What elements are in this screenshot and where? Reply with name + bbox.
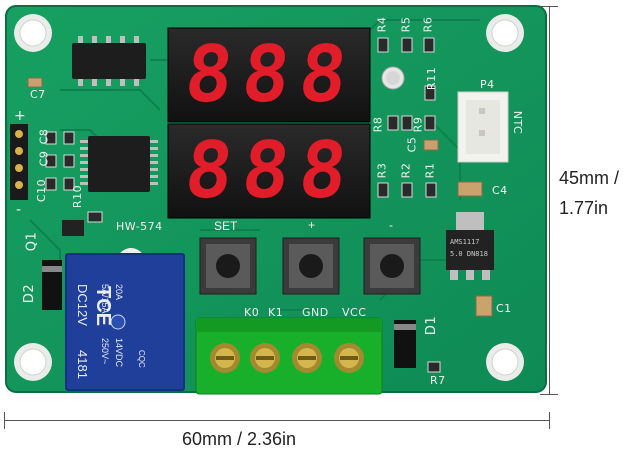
minus-button-body — [363, 237, 421, 295]
silk-c5: C5 — [405, 136, 419, 153]
set-button[interactable] — [200, 238, 256, 294]
diode-d2 — [42, 260, 62, 310]
relay-rating-c: 14VDC — [114, 338, 124, 368]
silk-r4: R4 — [375, 16, 389, 33]
smd-resistors — [45, 37, 441, 373]
plus-button-body — [282, 237, 340, 295]
silk-r3: R3 — [375, 162, 389, 179]
diode-d1 — [394, 320, 416, 368]
display-bottom-housing — [167, 123, 371, 219]
minus-button-label: - — [389, 218, 393, 232]
minus-button[interactable] — [364, 238, 420, 294]
silk-ntc: NTC — [511, 110, 525, 135]
regulator-text-line1: AMS1117 — [450, 238, 480, 246]
display-top-digits: 888 — [180, 30, 362, 120]
relay-rating-a: 20A — [114, 284, 124, 301]
plus-button-label: + — [308, 218, 316, 232]
mounting-hole-bottom-left — [14, 343, 52, 381]
silk-p4: P4 — [480, 78, 495, 91]
silk-plus: + — [14, 108, 27, 124]
height-dimension-tick-bottom — [540, 394, 558, 395]
mounting-hole-top-left — [14, 14, 52, 52]
height-dimension-line — [549, 6, 550, 395]
mounting-hole-bottom-right — [486, 343, 524, 381]
display-top-housing — [167, 27, 371, 123]
silk-c9: C9 — [37, 150, 51, 167]
plus-button[interactable] — [283, 238, 339, 294]
capacitor-c4 — [457, 181, 483, 197]
model-label: HW-574 — [116, 220, 163, 233]
silk-r1: R1 — [423, 162, 437, 179]
terminal-label-vcc: VCC — [342, 306, 367, 319]
width-dimension-label: 60mm / 2.36in — [182, 429, 297, 449]
display-bottom-digits: 888 — [180, 126, 362, 216]
silk-q1: Q1 — [24, 231, 40, 252]
silk-r11: R11 — [425, 66, 439, 91]
silk-d1: D1 — [424, 315, 440, 336]
silk-r5: R5 — [399, 16, 413, 33]
silk-c4: C4 — [492, 184, 508, 197]
relay-label-group: TCE 20A 5A/15A 14VDC 250V~ DC12V 4181 CQ… — [66, 254, 184, 390]
transistor-q1 — [62, 220, 84, 236]
regulator-text-line2: 5.0 DN818 — [450, 250, 488, 258]
silk-r9: R9 — [411, 116, 425, 133]
height-dimension-label-mm: 45mm / — [559, 168, 620, 188]
silk-c8: C8 — [37, 128, 51, 145]
mounting-hole-top-right — [486, 14, 524, 52]
width-dimension-tick-left — [4, 412, 5, 429]
relay-rating-d: 250V~ — [100, 338, 110, 365]
silk-r10: R10 — [71, 184, 85, 209]
relay-code: 4181 — [75, 350, 90, 379]
terminal-label-k0: K0 — [244, 306, 260, 319]
terminal-label-gnd: GND — [302, 306, 329, 319]
relay-mark: CQC — [137, 350, 146, 368]
width-dimension-line — [4, 420, 550, 421]
silk-r7: R7 — [430, 374, 446, 387]
pin-header — [10, 124, 28, 200]
silk-c7: C7 — [30, 88, 46, 101]
silk-c10: C10 — [35, 178, 49, 203]
terminal-screws — [210, 343, 364, 373]
height-dimension-label-in: 1.77in — [559, 198, 609, 218]
relay-rating-b: 5A/15A — [100, 284, 110, 314]
eeprom-chip — [72, 43, 146, 79]
silk-r6: R6 — [421, 16, 435, 33]
height-dimension-tick-top — [540, 6, 558, 7]
set-button-body — [199, 237, 257, 295]
terminal-label-k1: K1 — [268, 306, 284, 319]
relay-coil: DC12V — [75, 284, 90, 326]
capacitor-c1 — [475, 295, 493, 317]
set-button-label: SET — [214, 219, 238, 233]
silk-d2: D2 — [22, 283, 38, 304]
microcontroller-chip — [88, 136, 150, 192]
silk-r2: R2 — [399, 162, 413, 179]
silk-c1: C1 — [496, 302, 512, 315]
silk-r8: R8 — [371, 116, 385, 133]
voltage-regulator — [446, 230, 494, 270]
width-dimension-tick-right — [549, 412, 550, 429]
silk-minus: - — [16, 202, 22, 218]
